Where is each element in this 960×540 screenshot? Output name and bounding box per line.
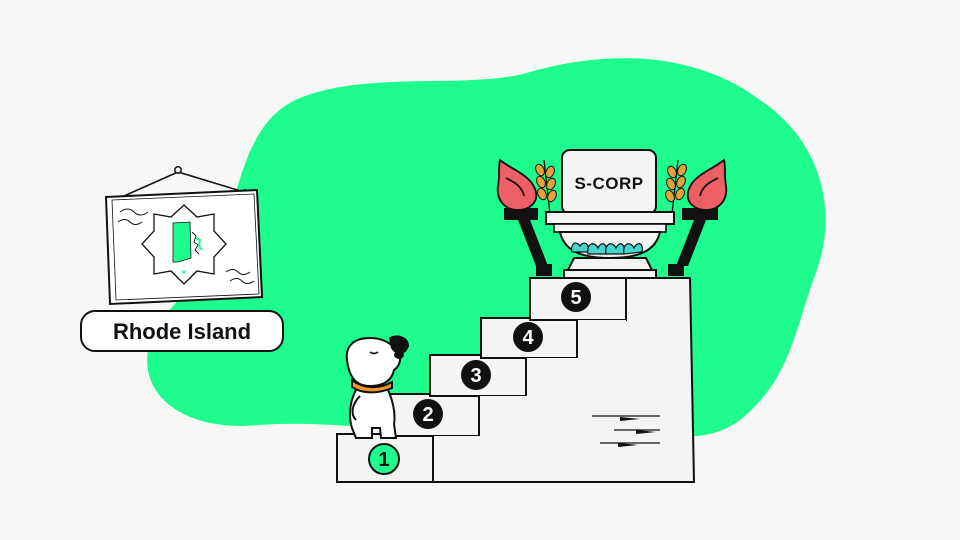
- step-badge-1: 1: [368, 443, 400, 475]
- step-number-1: 1: [378, 449, 389, 471]
- step-badge-4: 4: [513, 322, 543, 352]
- wheat-icon: [665, 159, 687, 215]
- rhode-island-map-icon: [172, 221, 203, 274]
- torch-icon: [496, 158, 538, 211]
- staircase: [336, 277, 696, 483]
- pedestal-label: S-CORP: [574, 174, 643, 193]
- step-badge-5: 5: [561, 282, 591, 312]
- step-badge-3: 3: [461, 360, 491, 390]
- step-number-5: 5: [570, 287, 581, 309]
- state-map-sign: [104, 166, 264, 306]
- step-number-2: 2: [422, 404, 433, 426]
- step-number-4: 4: [522, 327, 534, 349]
- step-badge-2: 2: [413, 399, 443, 429]
- step-number-3: 3: [470, 365, 481, 387]
- dog-mascot-icon: [345, 335, 410, 439]
- torch-icon: [686, 158, 728, 211]
- s-corp-pedestal: S-CORP: [496, 149, 728, 279]
- state-name-text: Rhode Island: [113, 319, 251, 344]
- wheat-icon: [535, 159, 557, 215]
- state-name-label: Rhode Island: [80, 310, 284, 352]
